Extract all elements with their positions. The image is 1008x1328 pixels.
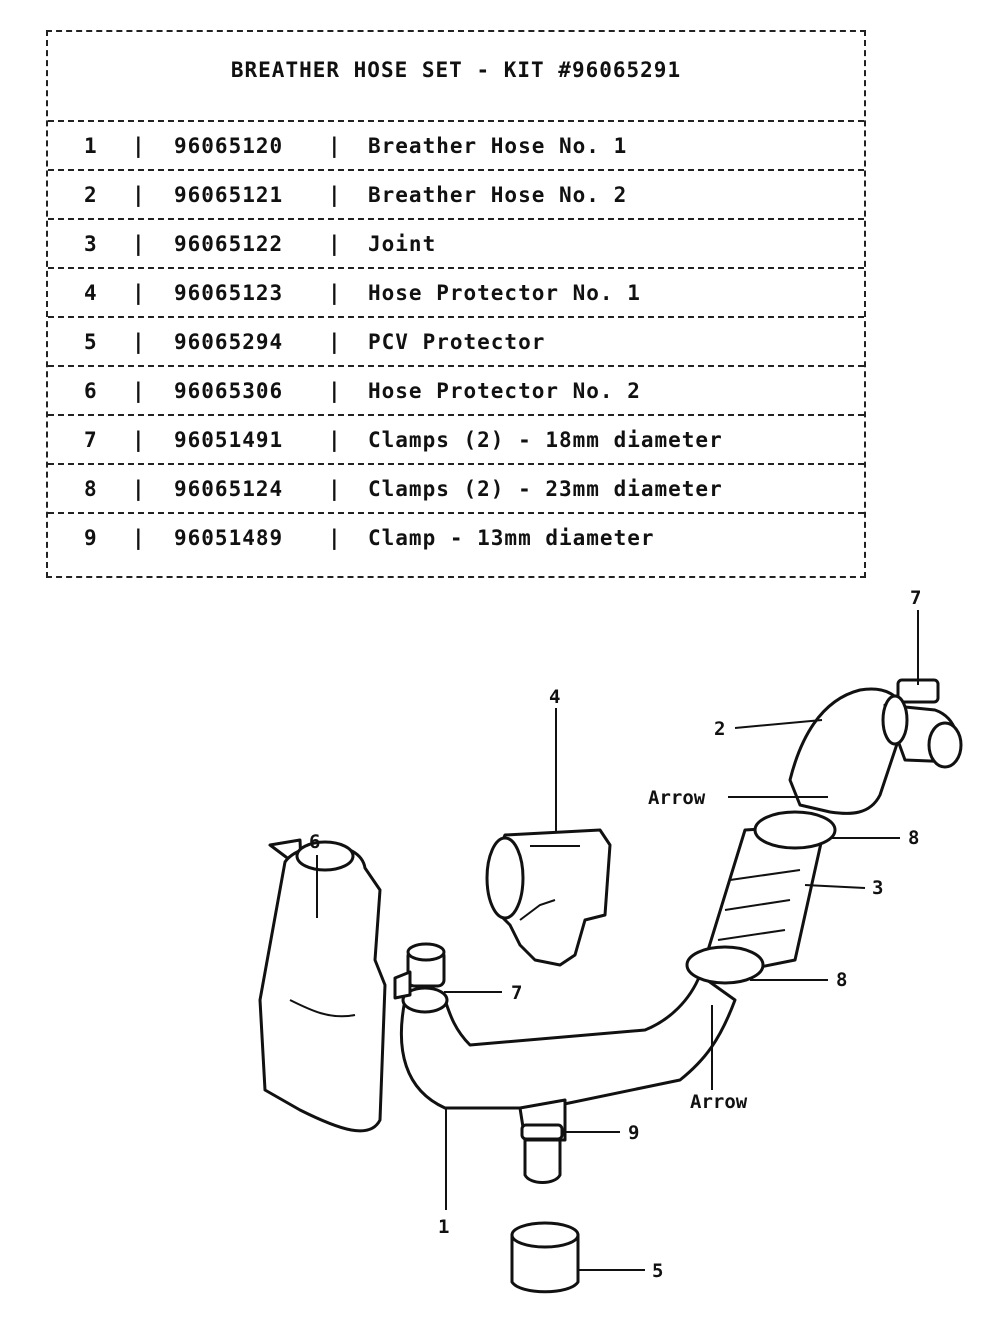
part-number: 96051491 xyxy=(174,428,284,452)
column-separator: | xyxy=(132,428,146,452)
item-number: 4 xyxy=(84,281,98,305)
clamp-13mm-drawing xyxy=(520,1123,564,1184)
callout-7-upper: 7 xyxy=(910,587,921,609)
column-separator: | xyxy=(328,330,342,354)
parts-table: BREATHER HOSE SET - KIT #96065291 1 | 96… xyxy=(46,30,866,578)
callout-9: 9 xyxy=(628,1122,639,1144)
hose-protector-1-drawing xyxy=(485,828,612,967)
column-separator: | xyxy=(132,379,146,403)
part-number: 96051489 xyxy=(174,526,284,550)
column-separator: | xyxy=(328,232,342,256)
item-number: 3 xyxy=(84,232,98,256)
part-description: Clamps (2) - 23mm diameter xyxy=(368,477,723,501)
part-number: 96065120 xyxy=(174,134,284,158)
pcv-protector-drawing xyxy=(510,1221,580,1294)
callout-2: 2 xyxy=(714,718,725,740)
part-description: Joint xyxy=(368,232,437,256)
callout-8-upper: 8 xyxy=(908,827,919,849)
callout-8-lower: 8 xyxy=(836,969,847,991)
breather-hose-2-drawing xyxy=(788,687,963,815)
item-number: 6 xyxy=(84,379,98,403)
item-number: 1 xyxy=(84,134,98,158)
table-row: 6 | 96065306 | Hose Protector No. 2 xyxy=(48,365,864,414)
part-description: Hose Protector No. 2 xyxy=(368,379,641,403)
column-separator: | xyxy=(328,183,342,207)
column-separator: | xyxy=(132,526,146,550)
callout-6: 6 xyxy=(309,831,320,853)
column-separator: | xyxy=(328,477,342,501)
clamp-18mm-upper-drawing xyxy=(881,678,940,746)
part-description: Breather Hose No. 1 xyxy=(368,134,628,158)
item-number: 2 xyxy=(84,183,98,207)
table-row: 9 | 96051489 | Clamp - 13mm diameter xyxy=(48,512,864,561)
breather-hose-1-drawing xyxy=(399,973,737,1142)
column-separator: | xyxy=(132,281,146,305)
part-description: Clamps (2) - 18mm diameter xyxy=(368,428,723,452)
table-row: 2 | 96065121 | Breather Hose No. 2 xyxy=(48,169,864,218)
clamp-23mm-upper-drawing xyxy=(753,810,837,850)
item-number: 8 xyxy=(84,477,98,501)
part-description: Clamp - 13mm diameter xyxy=(368,526,655,550)
part-number: 96065124 xyxy=(174,477,284,501)
column-separator: | xyxy=(328,526,342,550)
arrow-label-lower: Arrow xyxy=(690,1091,748,1113)
column-separator: | xyxy=(328,281,342,305)
arrow-label-upper: Arrow xyxy=(648,787,706,809)
part-number: 96065294 xyxy=(174,330,284,354)
clamp-23mm-lower-drawing xyxy=(685,945,765,985)
column-separator: | xyxy=(328,428,342,452)
clamp-18mm-lower-drawing xyxy=(393,942,446,1000)
table-title: BREATHER HOSE SET - KIT #96065291 xyxy=(230,58,682,82)
callout-4: 4 xyxy=(549,686,560,708)
part-number: 96065122 xyxy=(174,232,284,256)
callout-5: 5 xyxy=(652,1260,663,1282)
part-description: Breather Hose No. 2 xyxy=(368,183,628,207)
column-separator: | xyxy=(132,183,146,207)
part-number: 96065123 xyxy=(174,281,284,305)
hose-protector-2-drawing xyxy=(258,838,387,1133)
part-number: 96065306 xyxy=(174,379,284,403)
part-description: Hose Protector No. 1 xyxy=(368,281,641,305)
callout-3: 3 xyxy=(872,877,883,899)
table-row: 1 | 96065120 | Breather Hose No. 1 xyxy=(48,120,864,169)
column-separator: | xyxy=(328,379,342,403)
part-number: 96065121 xyxy=(174,183,284,207)
callout-1: 1 xyxy=(438,1216,449,1238)
table-row: 7 | 96051491 | Clamps (2) - 18mm diamete… xyxy=(48,414,864,463)
table-row: 4 | 96065123 | Hose Protector No. 1 xyxy=(48,267,864,316)
column-separator: | xyxy=(132,232,146,256)
table-row: 8 | 96065124 | Clamps (2) - 23mm diamete… xyxy=(48,463,864,512)
column-separator: | xyxy=(132,477,146,501)
part-description: PCV Protector xyxy=(368,330,546,354)
table-row: 3 | 96065122 | Joint xyxy=(48,218,864,267)
table-row: 5 | 96065294 | PCV Protector xyxy=(48,316,864,365)
item-number: 9 xyxy=(84,526,98,550)
column-separator: | xyxy=(132,134,146,158)
column-separator: | xyxy=(132,330,146,354)
callout-7-lower: 7 xyxy=(511,982,522,1004)
item-number: 7 xyxy=(84,428,98,452)
item-number: 5 xyxy=(84,330,98,354)
exploded-parts-diagram: 6 4 1 5 9 7 2 7 8 3 8 Arrow Arrow xyxy=(258,587,963,1294)
column-separator: | xyxy=(328,134,342,158)
